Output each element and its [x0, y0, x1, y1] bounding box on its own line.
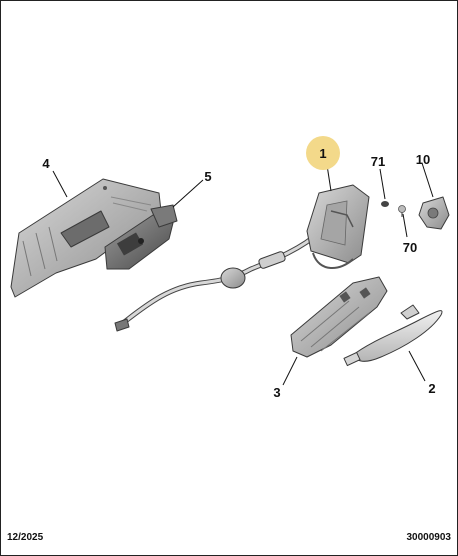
highlight-circle	[306, 136, 340, 170]
callout-10: 10	[416, 152, 430, 167]
part-5-lock-mechanism	[104, 204, 178, 270]
part-71-clip	[381, 201, 389, 207]
part-10-striker	[418, 196, 450, 230]
part-3-handle-bracket	[290, 276, 388, 358]
callout-2: 2	[428, 381, 435, 396]
callout-4: 4	[42, 156, 50, 171]
part-4-trim-panel	[10, 178, 162, 298]
callout-70: 70	[403, 240, 417, 255]
part-cable	[114, 228, 324, 332]
part-70-screw	[398, 205, 406, 217]
part-1-control-unit	[306, 184, 370, 269]
callout-5: 5	[204, 169, 211, 184]
callout-3: 3	[273, 385, 280, 400]
footer-date: 12/2025	[7, 532, 44, 543]
callout-1: 1	[319, 146, 326, 161]
callout-71: 71	[371, 154, 385, 169]
part-2-outer-handle	[343, 304, 443, 367]
footer-reference: 30000903	[406, 532, 452, 543]
